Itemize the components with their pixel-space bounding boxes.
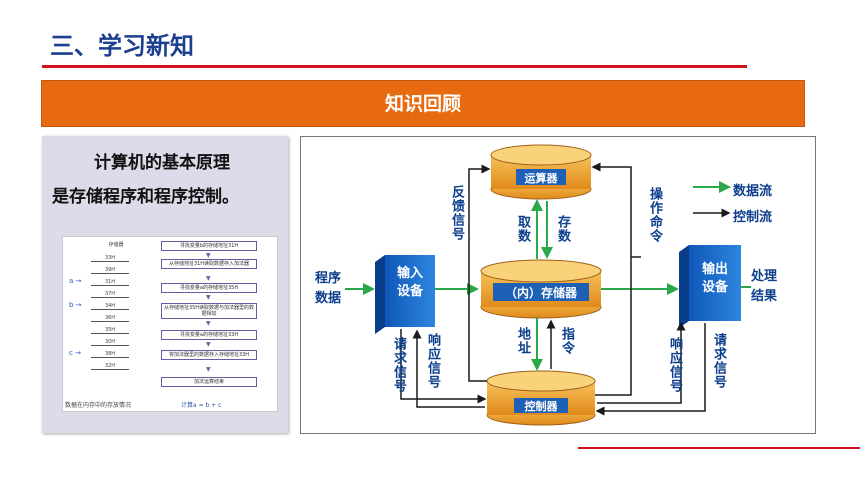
address-label: 地址 <box>515 327 530 355</box>
output-device-block <box>679 245 741 328</box>
fetch-label: 取数 <box>515 215 530 243</box>
controller-cylinder <box>486 370 596 426</box>
input-device-label: 输入设备 <box>396 266 423 299</box>
memory-cylinder <box>480 259 602 319</box>
pointer-c: c → <box>69 349 81 357</box>
step-arrow: ▼ <box>206 341 211 348</box>
program-data-label: 程序数据 <box>315 271 342 306</box>
title-underline <box>42 65 747 68</box>
memory-row: 37H <box>91 291 129 298</box>
intro-line-2: 是存储程序和程序控制。 <box>52 187 239 207</box>
step-box: 寻找变量a的存储地址33H <box>161 330 257 340</box>
memory-footer: 数据在内存中的存放情况 <box>65 402 132 409</box>
memory-label: （内）存储器 <box>504 286 577 300</box>
step-arrow: ▼ <box>206 320 211 327</box>
memory-row: 31H <box>91 279 129 286</box>
intro-line-1: 计算机的基本原理 <box>94 153 230 173</box>
request-left-label: 请求信号 <box>391 337 406 393</box>
legend-data-label: 数据流 <box>733 184 773 199</box>
step-box: 寻找变量b的存储地址31H <box>161 241 257 251</box>
response-left-label: 响应信号 <box>425 333 440 389</box>
instruction-label: 指令 <box>559 327 574 355</box>
memory-row: 32H <box>91 363 129 370</box>
step-box: 寻找变量a的存储地址35H <box>161 283 257 293</box>
legend-control-label: 控制流 <box>733 210 773 225</box>
memory-row: 34H <box>91 303 129 310</box>
memory-row: 35H <box>91 327 129 334</box>
memory-row: 36H <box>91 315 129 322</box>
memory-row: 33H <box>91 255 129 262</box>
alu-cylinder <box>490 144 592 200</box>
step-arrow: ▼ <box>206 294 211 301</box>
page-title: 三、学习新知 <box>50 32 194 60</box>
step-box: 从存储地址35H读取数据与加法器里的数据相加 <box>161 303 257 319</box>
step-arrow: ▼ <box>206 252 211 259</box>
computer-architecture-diagram: 运算器 （内）存储器 控制器 输入设备 输出设备 程序数据 处理结果 反馈信号 … <box>300 136 816 434</box>
intro-text: 计算机的基本原理 是存储程序和程序控制。 <box>42 146 288 214</box>
output-device-label: 输出设备 <box>701 262 728 295</box>
memory-row: 38H <box>91 351 129 358</box>
step-arrow: ▼ <box>206 366 211 373</box>
operation-label: 操作命令 <box>647 187 662 243</box>
pointer-a: a → <box>69 277 82 285</box>
memory-row: 30H <box>91 339 129 346</box>
banner-label: 知识回顾 <box>384 93 461 115</box>
feedback-label: 反馈信号 <box>449 185 464 241</box>
bottom-accent-line <box>578 447 860 449</box>
input-device-block <box>375 255 435 334</box>
step-box: 将加法器里的数据存入存储地址33H <box>161 350 257 360</box>
memory-header: 存储器 <box>108 242 124 248</box>
memory-row: 39H <box>91 267 129 274</box>
result-label: 处理结果 <box>751 269 778 304</box>
pointer-b: b → <box>69 301 82 309</box>
response-right-label: 响应信号 <box>667 337 682 393</box>
diagram-graphics <box>345 144 751 426</box>
step-box: 从存储地址31H读取数据存入加法器 <box>161 259 257 269</box>
step-box: 加法运算结束 <box>161 377 257 387</box>
request-right-label: 请求信号 <box>711 333 726 389</box>
section-banner: 知识回顾 <box>41 80 805 127</box>
step-arrow: ▼ <box>206 275 211 282</box>
alu-label: 运算器 <box>524 172 558 185</box>
formula: 计算a = b + c <box>181 402 222 409</box>
memory-example: 存储器 33H 39H 31H 37H 34H 36H 35H 30H 38H … <box>62 236 278 412</box>
intro-card: 计算机的基本原理 是存储程序和程序控制。 存储器 33H 39H 31H 37H… <box>42 136 288 433</box>
store-label: 存数 <box>555 215 570 243</box>
controller-label: 控制器 <box>524 400 558 413</box>
